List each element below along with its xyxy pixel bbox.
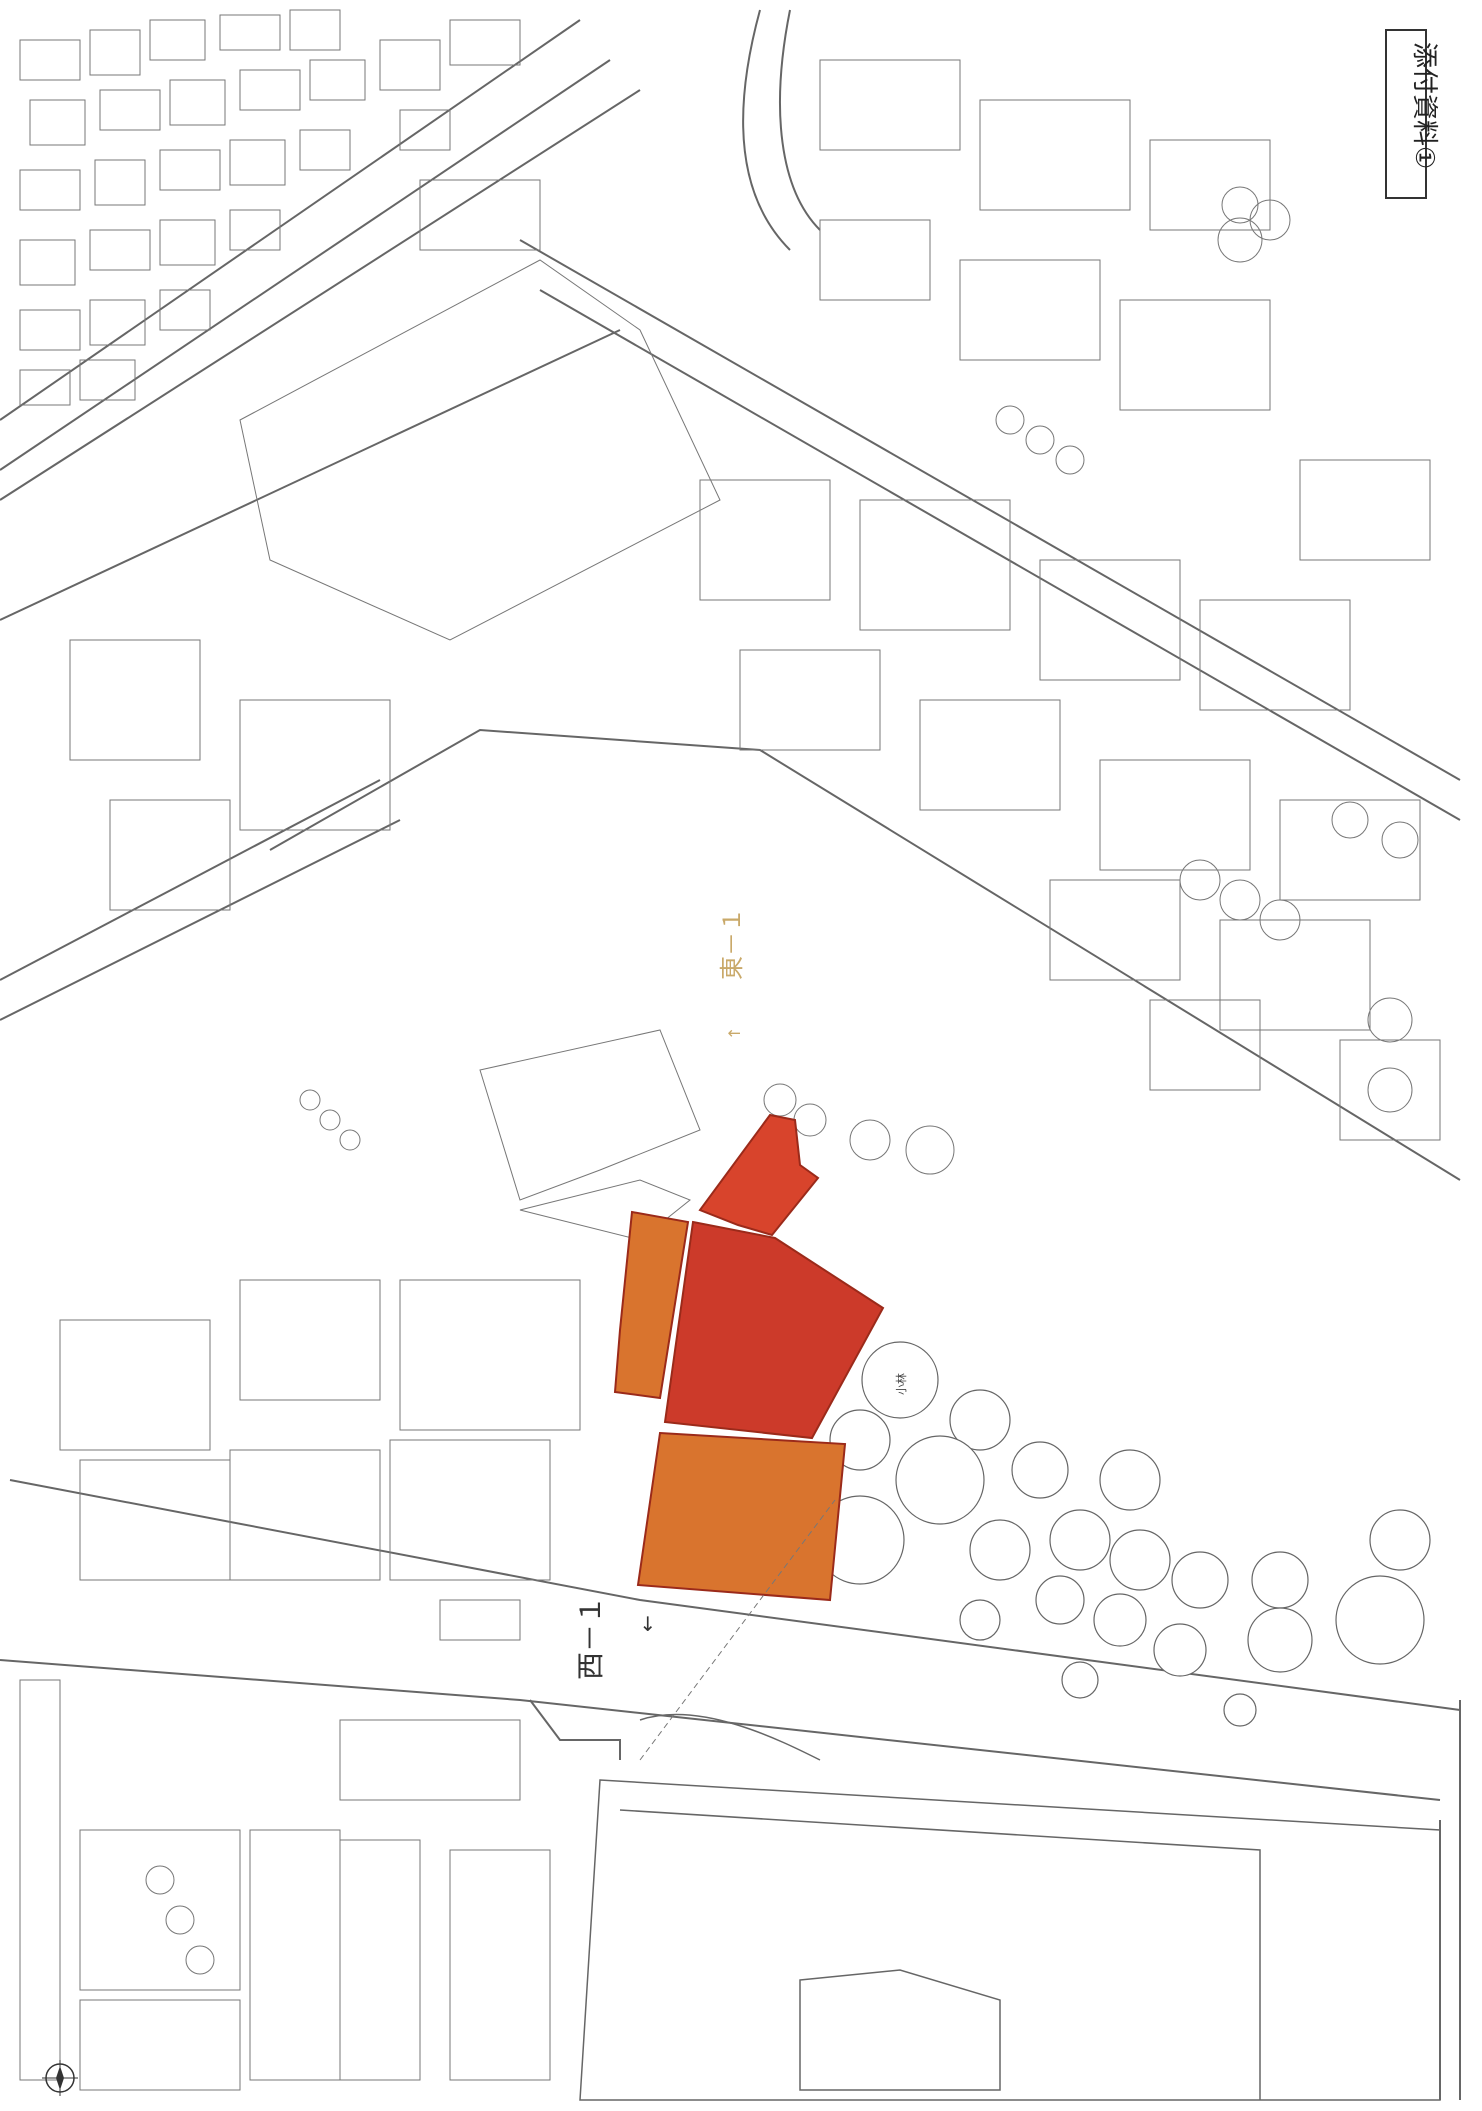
section-line	[639, 1499, 836, 1761]
document-tag-text: 添付資料①	[1409, 42, 1439, 169]
storage-tanks-east	[815, 1341, 1431, 1727]
industrial-blocks-north	[69, 59, 1441, 1141]
residential-blocks	[19, 9, 521, 406]
west-section-label: 西－１	[574, 1596, 607, 1680]
document-tag: 添付資料①	[1385, 29, 1439, 199]
east-section-label: 東－１	[718, 908, 746, 980]
storage-tanks-north	[299, 186, 1419, 1175]
highlighted-parcels	[613, 1113, 885, 1602]
south-bank-blocks	[19, 1679, 551, 2091]
base-roads	[0, 9, 1461, 2100]
parcel-west-strip	[613, 1210, 690, 1400]
east-arrow-icon: ↑	[725, 1027, 744, 1040]
parcel-north-small	[698, 1113, 820, 1237]
west-arrow-icon: ←	[635, 1615, 659, 1632]
tank-area-label: 小林	[894, 1373, 908, 1395]
north-arrow-icon	[42, 2060, 78, 2096]
parcel-center-large	[663, 1220, 885, 1440]
island-landfill	[579, 1713, 1441, 2101]
parcel-south-large	[636, 1431, 847, 1602]
central-blocks	[59, 1029, 701, 1641]
